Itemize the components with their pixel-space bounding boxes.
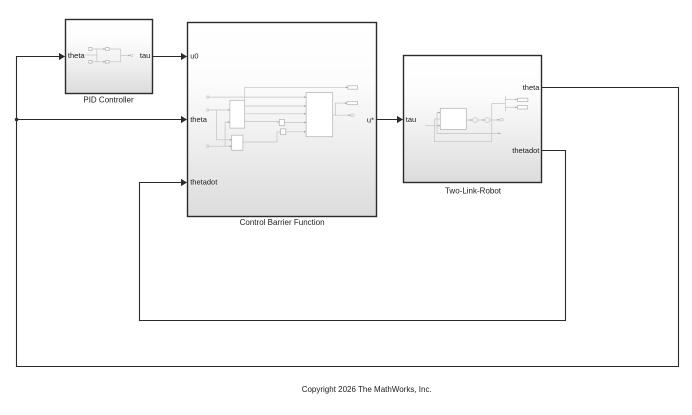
svg-text:thetadot: thetadot — [512, 146, 540, 155]
svg-text:tau: tau — [406, 115, 416, 124]
svg-text:Copyright 2026 The MathWorks,: Copyright 2026 The MathWorks, Inc. — [302, 385, 432, 394]
svg-text:PID Controller: PID Controller — [83, 95, 134, 104]
svg-text:u0: u0 — [190, 51, 198, 60]
svg-text:Two-Link-Robot: Two-Link-Robot — [445, 186, 502, 195]
svg-text:u*: u* — [367, 116, 374, 125]
svg-text:tau: tau — [140, 51, 150, 60]
svg-text:theta: theta — [523, 83, 541, 92]
svg-text:Control Barrier Function: Control Barrier Function — [240, 218, 325, 227]
svg-text:theta: theta — [68, 51, 86, 60]
svg-text:theta: theta — [190, 115, 208, 124]
svg-text:thetadot: thetadot — [190, 177, 218, 186]
